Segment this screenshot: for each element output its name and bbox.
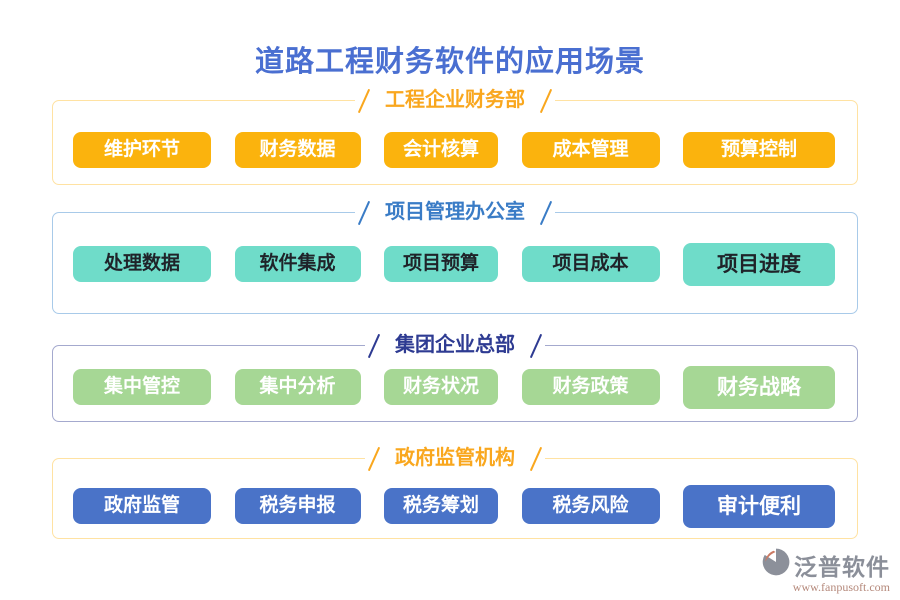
- section-title: 集团企业总部: [395, 334, 515, 356]
- scenario-button[interactable]: 税务筹划: [384, 488, 498, 524]
- section-regulator: 政府监管机构 政府监管 税务申报 税务筹划 税务风险 审计便利: [52, 445, 858, 539]
- scenario-button[interactable]: 项目进度: [683, 242, 835, 286]
- scenario-button[interactable]: 预算控制: [683, 132, 835, 168]
- brand-watermark: 泛普软件 www.fanpusoft.com: [761, 547, 890, 595]
- page-title: 道路工程财务软件的应用场景: [254, 46, 645, 78]
- scenario-button[interactable]: 财务数据: [234, 132, 361, 168]
- slash-decoration: [539, 88, 553, 113]
- button-row: 政府监管 税务申报 税务筹划 税务风险 审计便利: [73, 484, 835, 528]
- section-finance-dept: 工程企业财务部 维护环节 财务数据 会计核算 成本管理 预算控制: [52, 87, 858, 185]
- scenario-button[interactable]: 集中分析: [234, 369, 361, 405]
- section-group-hq: 集团企业总部 集中管控 集中分析 财务状况 财务政策 财务战略: [52, 332, 858, 422]
- slash-decoration: [529, 446, 543, 471]
- scenario-button[interactable]: 集中管控: [73, 369, 211, 405]
- section-header: 政府监管机构: [365, 445, 545, 472]
- button-row: 维护环节 财务数据 会计核算 成本管理 预算控制: [73, 128, 835, 172]
- slash-decoration: [539, 200, 553, 225]
- scenario-button[interactable]: 会计核算: [384, 132, 498, 168]
- scenario-button[interactable]: 项目成本: [521, 246, 660, 282]
- button-row: 处理数据 软件集成 项目预算 项目成本 项目进度: [73, 242, 835, 286]
- brand-website: www.fanpusoft.com: [792, 580, 890, 594]
- scenario-button[interactable]: 财务政策: [521, 369, 660, 405]
- slash-decoration: [529, 333, 543, 358]
- section-title: 项目管理办公室: [385, 201, 525, 223]
- slash-decoration: [367, 446, 381, 471]
- section-header: 项目管理办公室: [355, 199, 555, 226]
- scenario-button[interactable]: 软件集成: [234, 246, 361, 282]
- scenario-button[interactable]: 项目预算: [384, 246, 498, 282]
- scenario-button[interactable]: 审计便利: [683, 484, 835, 528]
- section-header: 集团企业总部: [365, 332, 545, 359]
- section-title: 政府监管机构: [395, 447, 515, 469]
- scenario-button[interactable]: 税务申报: [234, 488, 361, 524]
- scenario-button[interactable]: 税务风险: [521, 488, 660, 524]
- scenario-button[interactable]: 处理数据: [73, 246, 211, 282]
- slash-decoration: [357, 200, 371, 225]
- slash-decoration: [357, 88, 371, 113]
- section-header: 工程企业财务部: [355, 87, 555, 114]
- scenario-button[interactable]: 成本管理: [521, 132, 660, 168]
- section-title: 工程企业财务部: [385, 89, 525, 111]
- scenario-button[interactable]: 维护环节: [73, 132, 211, 168]
- fanpu-logo-icon: [761, 547, 791, 582]
- scenario-button[interactable]: 财务战略: [683, 365, 835, 409]
- scenario-button[interactable]: 财务状况: [384, 369, 498, 405]
- button-row: 集中管控 集中分析 财务状况 财务政策 财务战略: [73, 365, 835, 409]
- section-pmo: 项目管理办公室 处理数据 软件集成 项目预算 项目成本 项目进度: [52, 199, 858, 314]
- slash-decoration: [367, 333, 381, 358]
- scenario-button[interactable]: 政府监管: [73, 488, 211, 524]
- brand-name: 泛普软件: [794, 554, 890, 580]
